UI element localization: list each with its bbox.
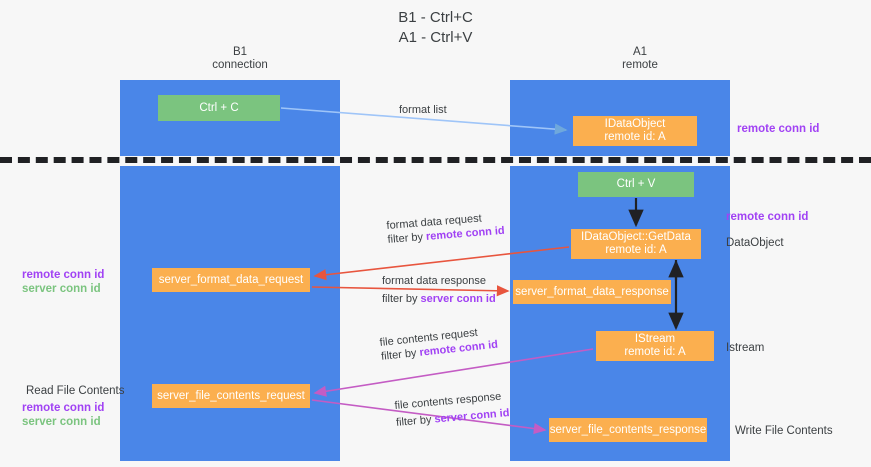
node-getdata-sub: remote id: A — [605, 244, 667, 256]
page-title: B1 - Ctrl+C A1 - Ctrl+V — [0, 8, 871, 48]
label-left-remote-conn-id: remote conn id — [22, 269, 105, 281]
edge-label-format-data-response-text: format data response — [382, 275, 486, 287]
label-left2-server-conn-id: server conn id — [22, 416, 101, 428]
column-header-b1-sub: connection — [212, 59, 268, 71]
edge-label-format-list: format list — [399, 104, 447, 116]
title-line-2: A1 - Ctrl+V — [398, 29, 473, 46]
label-left-server-conn-id: server conn id — [22, 283, 101, 295]
node-istream[interactable]: IStream remote id: A — [596, 331, 714, 361]
column-header-a1: A1 remote — [540, 46, 740, 72]
filter-prefix: filter by — [380, 346, 421, 363]
node-server-format-data-request[interactable]: server_format_data_request — [152, 268, 310, 292]
label-remote-conn-id-top: remote conn id — [737, 123, 820, 135]
column-header-a1-sub: remote — [622, 59, 658, 71]
edge-label-file-contents-request: file contents request filter by remote c… — [379, 324, 499, 364]
column-header-b1-name: B1 — [232, 46, 248, 58]
edge-label-file-contents-response: file contents response filter by server … — [394, 389, 510, 430]
node-istream-sub: remote id: A — [624, 346, 686, 358]
edge-label-format-data-response-filter: filter by server conn id — [382, 292, 496, 306]
node-server-format-data-response-label: server_format_data_response — [515, 285, 669, 298]
column-header-b1: B1 connection — [140, 46, 340, 72]
edge-label-format-data-response: format data response filter by server co… — [382, 274, 496, 306]
node-idataobject[interactable]: IDataObject remote id: A — [573, 116, 697, 146]
label-istream: Istream — [726, 342, 765, 354]
node-ctrl-c[interactable]: Ctrl + C — [158, 95, 280, 121]
node-getdata-label: IDataObject::GetData — [581, 231, 691, 243]
node-ctrl-v-label: Ctrl + V — [616, 178, 656, 190]
column-header-a1-name: A1 — [632, 46, 648, 58]
edge-label-format-data-request: format data request filter by remote con… — [386, 210, 505, 247]
label-write-file-contents: Write File Contents — [735, 425, 833, 437]
filter-prefix: filter by — [387, 230, 427, 246]
filter-prefix: filter by — [395, 413, 435, 429]
section-divider — [0, 157, 871, 163]
label-dataobject: DataObject — [726, 237, 784, 249]
node-idataobject-label: IDataObject — [604, 118, 666, 130]
label-read-file-contents: Read File Contents — [26, 385, 125, 397]
node-server-file-contents-response-label: server_file_contents_response — [549, 423, 707, 436]
node-server-file-contents-response[interactable]: server_file_contents_response — [549, 418, 707, 442]
node-ctrl-v[interactable]: Ctrl + V — [578, 172, 694, 197]
label-remote-conn-id-mid: remote conn id — [726, 211, 809, 223]
node-istream-label: IStream — [634, 333, 676, 345]
node-server-format-data-request-label: server_format_data_request — [158, 273, 304, 286]
filter-key-server-conn-id: server conn id — [433, 407, 510, 426]
label-left2-remote-conn-id: remote conn id — [22, 402, 105, 414]
node-server-format-data-response[interactable]: server_format_data_response — [513, 280, 671, 304]
filter-key-server-conn-id: server conn id — [420, 293, 496, 305]
node-idataobject-getdata[interactable]: IDataObject::GetData remote id: A — [571, 229, 701, 259]
lane-a1-bottom — [510, 166, 730, 461]
filter-prefix: filter by — [382, 293, 421, 305]
label-left-conn-ids-top: remote conn id server conn id — [22, 268, 104, 296]
label-left-conn-ids-bottom: remote conn id server conn id — [22, 401, 104, 429]
node-server-file-contents-request-label: server_file_contents_request — [157, 389, 305, 402]
node-server-file-contents-request[interactable]: server_file_contents_request — [152, 384, 310, 408]
node-idataobject-sub: remote id: A — [604, 131, 666, 143]
node-ctrl-c-label: Ctrl + C — [199, 101, 239, 114]
lane-b1-bottom — [120, 166, 340, 461]
title-line-1: B1 - Ctrl+C — [398, 9, 473, 26]
